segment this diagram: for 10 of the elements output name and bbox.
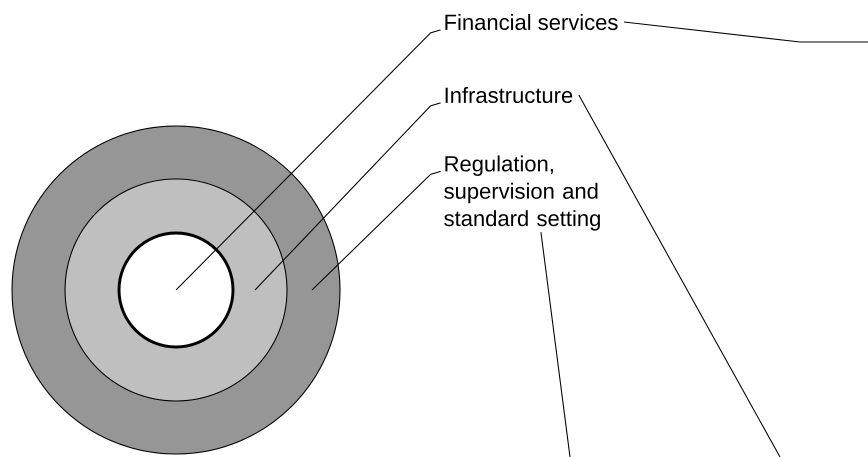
leader-line xyxy=(254,102,441,290)
label-text: Infrastructure xyxy=(446,86,572,104)
leader-line xyxy=(624,21,868,43)
ring-shape xyxy=(118,232,234,348)
leader-line xyxy=(540,232,571,457)
label-text: Financial services xyxy=(445,14,618,30)
label-text: Regulation, supervision and standard setting xyxy=(444,155,600,231)
leader-line xyxy=(312,170,441,290)
leader-line xyxy=(578,94,780,457)
leader-line xyxy=(176,29,441,290)
